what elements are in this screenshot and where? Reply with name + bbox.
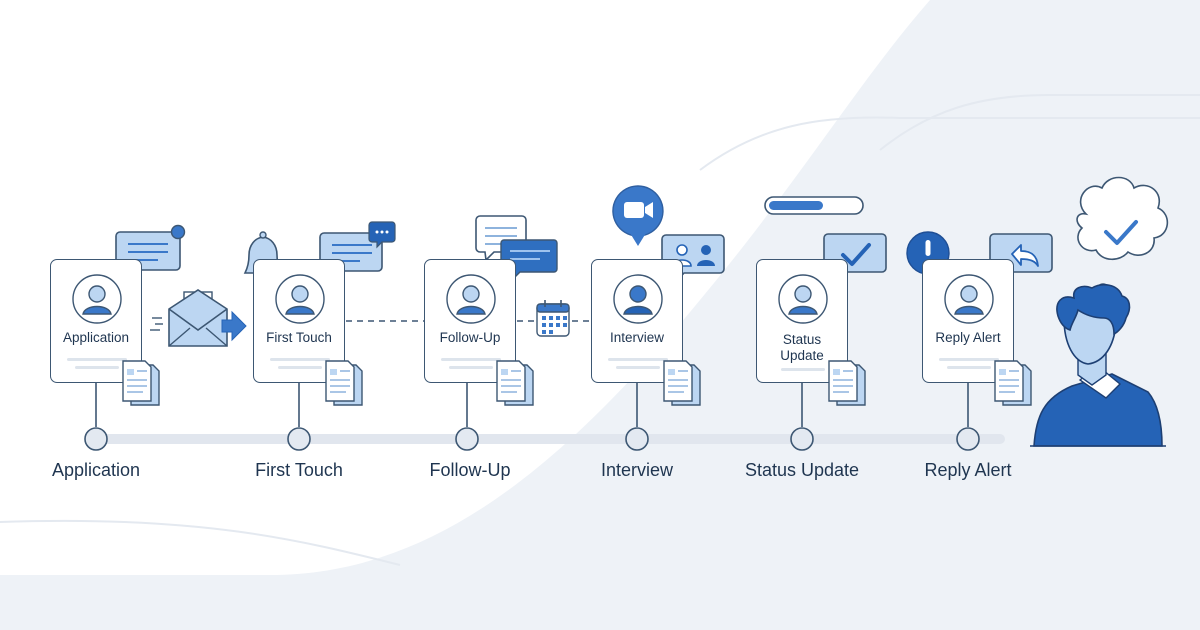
stage-card-first-touch: First Touch [253, 259, 345, 383]
document-icon [994, 360, 1032, 406]
person-icon [1030, 283, 1166, 447]
avatar-icon [944, 274, 994, 324]
video-camera-icon [612, 185, 664, 246]
calendar-icon [536, 300, 570, 337]
document-icon [122, 360, 160, 406]
avatar-icon [72, 274, 122, 324]
timeline-nodes [84, 427, 980, 451]
card-label: First Touch [266, 330, 332, 345]
background-curve-3 [879, 94, 1200, 151]
stage-label-first-touch: First Touch [255, 460, 343, 480]
card-label: Status Update [780, 332, 824, 363]
stage-card-interview: Interview [591, 259, 683, 383]
stage-card-follow-up: Follow-Up [424, 259, 516, 383]
stage-label-interview: Interview [600, 460, 674, 480]
envelope-icon [150, 289, 228, 347]
stage-label-reply-alert: Reply Alert [924, 460, 1012, 480]
card-label: Application [62, 330, 130, 345]
progress-bar [764, 196, 864, 215]
progress-fill [769, 201, 823, 210]
background-curve-1 [0, 519, 401, 566]
document-icon [496, 360, 534, 406]
stage-label-status-update: Status Update [744, 460, 860, 480]
avatar-icon [446, 274, 496, 324]
card-label: Interview [609, 330, 665, 345]
card-label: Follow-Up [439, 330, 501, 345]
timeline-stems [95, 383, 969, 427]
chat-dots-icon [368, 221, 396, 249]
avatar-icon [275, 274, 325, 324]
document-icon [325, 360, 363, 406]
stage-label-follow-up: Follow-Up [429, 460, 511, 480]
document-icon [828, 360, 866, 406]
background-curve-2 [699, 116, 1200, 171]
arrow-right-icon [221, 310, 247, 342]
stage-label-application: Application [51, 460, 141, 480]
avatar-icon [778, 274, 828, 324]
stage-card-status-update: Status Update [756, 259, 848, 383]
avatar-icon [613, 274, 663, 324]
document-icon [663, 360, 701, 406]
card-label: Reply Alert [935, 330, 1001, 345]
